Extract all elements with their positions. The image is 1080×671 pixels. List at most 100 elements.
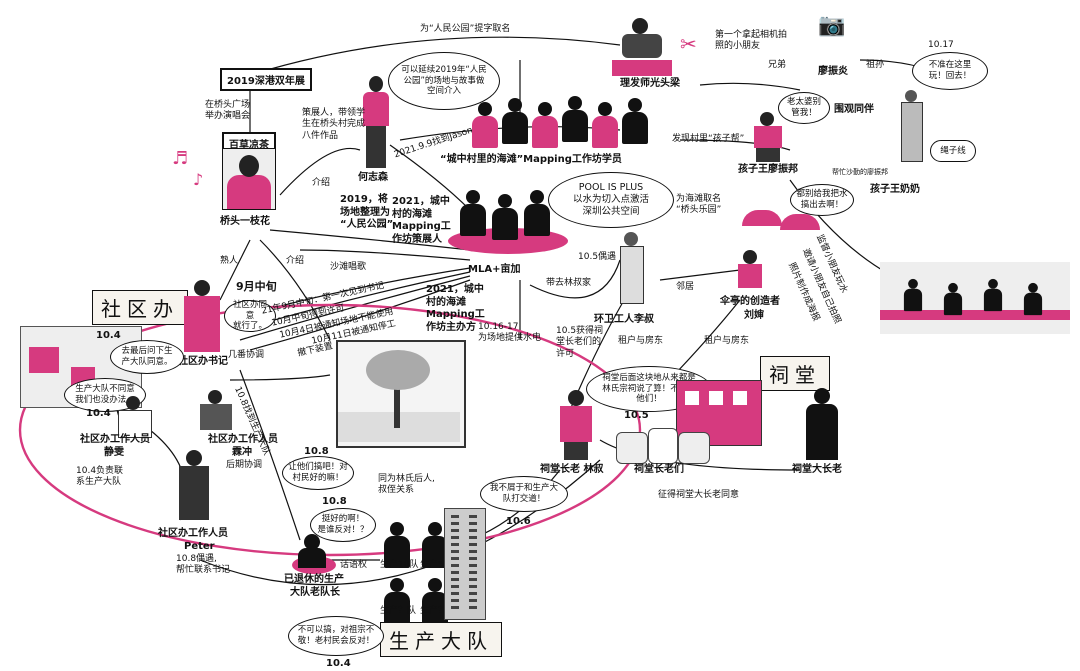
mla-figures (448, 190, 568, 260)
kid-liao-figure (748, 112, 788, 162)
permission-105-label: 10.5获得祠 堂长老们的 许可 (556, 326, 604, 359)
prod-10-figure (382, 522, 412, 568)
qiaotou-sing-label: 在桥头广场 举办演唱会 (205, 100, 251, 122)
help-kids-label: 帮忙沙勤的廖振邦 (832, 168, 888, 176)
prod-q1-figure (382, 578, 412, 624)
workshop-group (470, 92, 670, 150)
elders-agree-label: 征得祠堂大长老同意 (658, 490, 740, 500)
curator-label: 策展人，带领学 生在桥头村完成 八件作品 (302, 108, 366, 141)
qiaotou-label: 桥头一枝花 (220, 216, 270, 227)
linchong-note: 后期协调 (226, 460, 263, 470)
creator-label-2: 刘婶 (744, 310, 764, 321)
jingwen-bubble-a: 去最后问下生 产大队同意。 (110, 340, 184, 374)
date-105-label: 10.5 (624, 410, 649, 421)
cleaner-label: 环卫工人李叔 (594, 314, 654, 325)
tower-building (444, 508, 486, 620)
mla-bubble: POOL IS PLUS 以水为切入点激活 深圳公共空间 (548, 172, 674, 228)
prod-q1-label: 生产？队 (380, 606, 417, 616)
citang-sign: 祠堂 (760, 356, 830, 391)
weave-bubble: 绳子线 (930, 140, 976, 162)
first-friend-label: 第一个拿起相机拍 照的小朋友 (715, 30, 788, 52)
chief-elder-figure (802, 388, 842, 460)
creator-figure (736, 250, 764, 288)
barber-figure (612, 18, 672, 76)
lin-shu-figure (556, 390, 596, 460)
organizer-2021-label: 2021，城中 村的海滩 Mapping工 作坊主办方 (426, 284, 485, 333)
beach-song-label: 沙滩唱歌 (330, 262, 367, 272)
music-note-icon: ♬ (172, 148, 189, 169)
retired-bubble-a: 挺好的啊！ 是谁反对！？ (310, 508, 376, 542)
exhibitor-2021-label: 2021，城中 村的海滩 Mapping工 作坊策展人 (392, 196, 451, 245)
peter-label-2: Peter (184, 541, 215, 552)
name-beach-label: 为海滩取名 “桥头乐园” (676, 194, 722, 216)
coordinate-label: 几番协调 (228, 350, 265, 360)
cleaner-figure (616, 232, 646, 304)
retired-label-2: 大队老队长 (290, 587, 340, 598)
elders-label: 祠堂长老们 (634, 464, 684, 475)
lin-shu-label: 祠堂长老 林叔 (540, 464, 604, 475)
linchong-label-2: 霖冲 (232, 447, 252, 458)
umbrella-pavilion (742, 210, 820, 246)
workshop-label: “城中村里的海滩”Mapping工作坊学员 (440, 154, 622, 165)
elders-group (612, 424, 712, 464)
neighbor-label: 邻居 (676, 282, 695, 292)
shequban-sign: 社区办 (92, 290, 188, 325)
he-zhisen-bubble: 可以延续2019年“人民 公园”的场地与故事做 空间介入 (388, 52, 500, 110)
lin-shu-bubble-b: 我不屑于和生产大 队打交道！ (480, 476, 568, 512)
chief-elder-label: 祠堂大长老 (792, 464, 842, 475)
retired-leader-figure (292, 534, 336, 574)
photographer-kid-icon: 📷 (818, 13, 846, 38)
intro-label-1: 介绍 (312, 178, 331, 188)
he-zhisen-label: 何志森 (358, 172, 388, 183)
bring-lin-label: 带去林叔家 (546, 278, 592, 288)
acquaint-label: 熟人 (220, 256, 239, 266)
prod-q2-label: 生产？队 (420, 606, 457, 616)
retired-label-1: 已退休的生产 (284, 574, 344, 585)
grandpa-bubble: 不准在这里 玩！回去！ (912, 52, 988, 90)
exhibition-title: 2019深港双年展 (220, 68, 312, 91)
jingwen-note: 10.4负责联 系生产大队 (76, 466, 124, 488)
linchong-bubble: 让他们搞吧！对 村民好的嘛！ (282, 456, 354, 490)
brother-label: 兄弟 (768, 60, 787, 70)
secretary-label: 社区办书记 (178, 356, 228, 367)
found-kids-label: 发现村里“孩子帮” (672, 134, 745, 144)
date-1017-label: 10.17 (928, 40, 954, 50)
date-108-label-a: 10.8 (304, 446, 329, 457)
secretary-bubble: 社区办同意 就行了。 (224, 300, 276, 332)
talk-power-label: 话语权 (340, 560, 368, 570)
shengchan-bubble: 不可以搞，对祖宗不 敬！老村民会反对！ (288, 616, 384, 656)
peter-note: 10.8偶遇, 帮忙联系书记 (176, 554, 231, 576)
intro-label-2: 介绍 (286, 256, 305, 266)
linchong-label-1: 社区办工作人员 (208, 434, 278, 445)
scissors-icon: ✂ (680, 32, 697, 56)
park-2019-label: 2019，将 场地整理为 “人民公园” (340, 194, 394, 230)
barber-label: 理发师光头梁 (620, 78, 680, 89)
peter-figure (176, 450, 212, 520)
liao-zhenyan-label: 廖振炎 (818, 66, 848, 77)
prod-q2-figure (420, 578, 450, 624)
prod-10-label: 生产10队 (380, 560, 419, 570)
tenant-label-2: 租户与房东 (704, 336, 750, 346)
date-106-label: 10.6 (506, 516, 531, 527)
kid-liao-label: 孩子王廖振邦 (738, 164, 798, 175)
he-zhisen-figure (360, 76, 392, 168)
grandson-label: 祖孙 (866, 60, 885, 70)
jingwen-label-1: 社区办工作人员 (80, 434, 150, 445)
date-104-label-b: 10.4 (86, 408, 111, 419)
jingwen-label-2: 静雯 (104, 447, 124, 458)
shengchan-sign: 生产大队 (380, 622, 502, 657)
kids-bubble-a: 老太婆别 管我！ (778, 92, 830, 124)
date-104-label-c: 10.4 (326, 658, 351, 669)
prod-50-label: 生产50队 (420, 560, 459, 570)
secretary-figure (180, 280, 224, 352)
surround-label: 围观同伴 (834, 104, 874, 115)
central-garden-installation (336, 340, 466, 448)
kid-wang-label: 孩子王奶奶 (870, 184, 920, 195)
lin-relation-label: 同为林氏后人, 叔侄关系 (378, 474, 435, 496)
water-1016-label: 10.16-17 为场地提供水电 (478, 322, 542, 344)
prod-50-figure (420, 522, 450, 568)
peter-label-1: 社区办工作人员 (158, 528, 228, 539)
grandpa-figure (898, 90, 924, 162)
linchong-figure (196, 390, 236, 430)
sep-date-label: 9月中旬 (236, 280, 277, 293)
